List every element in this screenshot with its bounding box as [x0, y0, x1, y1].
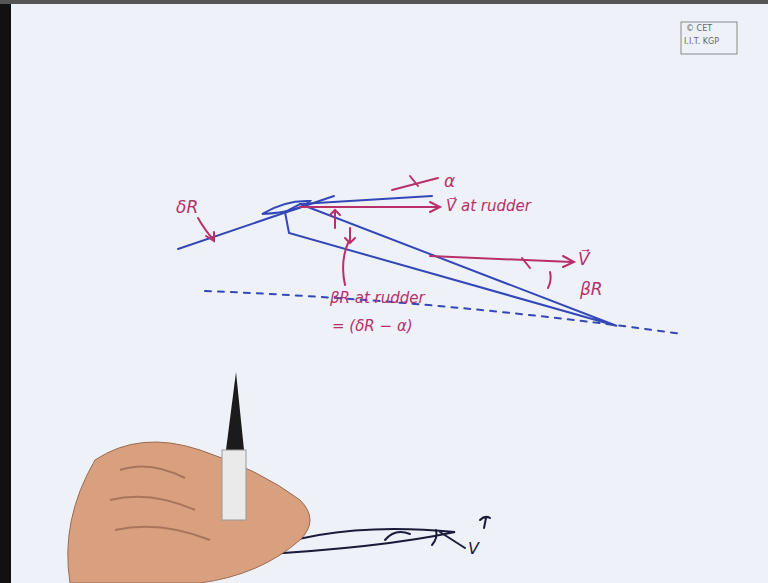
- presenter-hand: [68, 372, 310, 583]
- angle-symbol: α: [444, 172, 455, 191]
- angle-tick: [522, 258, 530, 268]
- vector-label: V⃗ at rudder: [446, 198, 531, 215]
- small-mark: [480, 517, 490, 528]
- watermark-box: [681, 22, 737, 54]
- angle-symbol: βR: [580, 280, 603, 299]
- aircraft-outline: [178, 196, 682, 334]
- vector-label: V: [468, 540, 479, 558]
- angle-arc: [432, 530, 437, 545]
- velocity-arrow: [300, 206, 438, 208]
- frame-edge: [0, 0, 768, 4]
- vector-label: V⃗: [578, 250, 590, 269]
- angle-arc: [548, 272, 551, 288]
- angle-arc: [198, 218, 214, 240]
- camber-mark: [385, 532, 410, 540]
- angle-arrow: [345, 228, 355, 243]
- equation: = (δR − α): [332, 318, 413, 335]
- arrowhead: [206, 232, 214, 241]
- angle-tick: [410, 176, 418, 186]
- fin-line: [300, 196, 432, 204]
- frame-edge: [0, 0, 11, 583]
- leader-line: [343, 243, 348, 285]
- angle-line: [392, 178, 438, 190]
- velocity-arrow: [430, 256, 572, 262]
- angle-symbol: δR: [176, 198, 198, 217]
- watermark: I.I.T. KGP: [684, 38, 719, 47]
- arrowhead: [430, 202, 440, 212]
- vector-sketch: [198, 176, 574, 288]
- watermark: © CET: [686, 25, 712, 34]
- angle-arrow: [330, 210, 340, 228]
- arrowhead: [563, 256, 574, 267]
- flight-path: [205, 291, 682, 334]
- angle-label: βR at rudder: [330, 290, 425, 307]
- velocity-line: [440, 532, 465, 548]
